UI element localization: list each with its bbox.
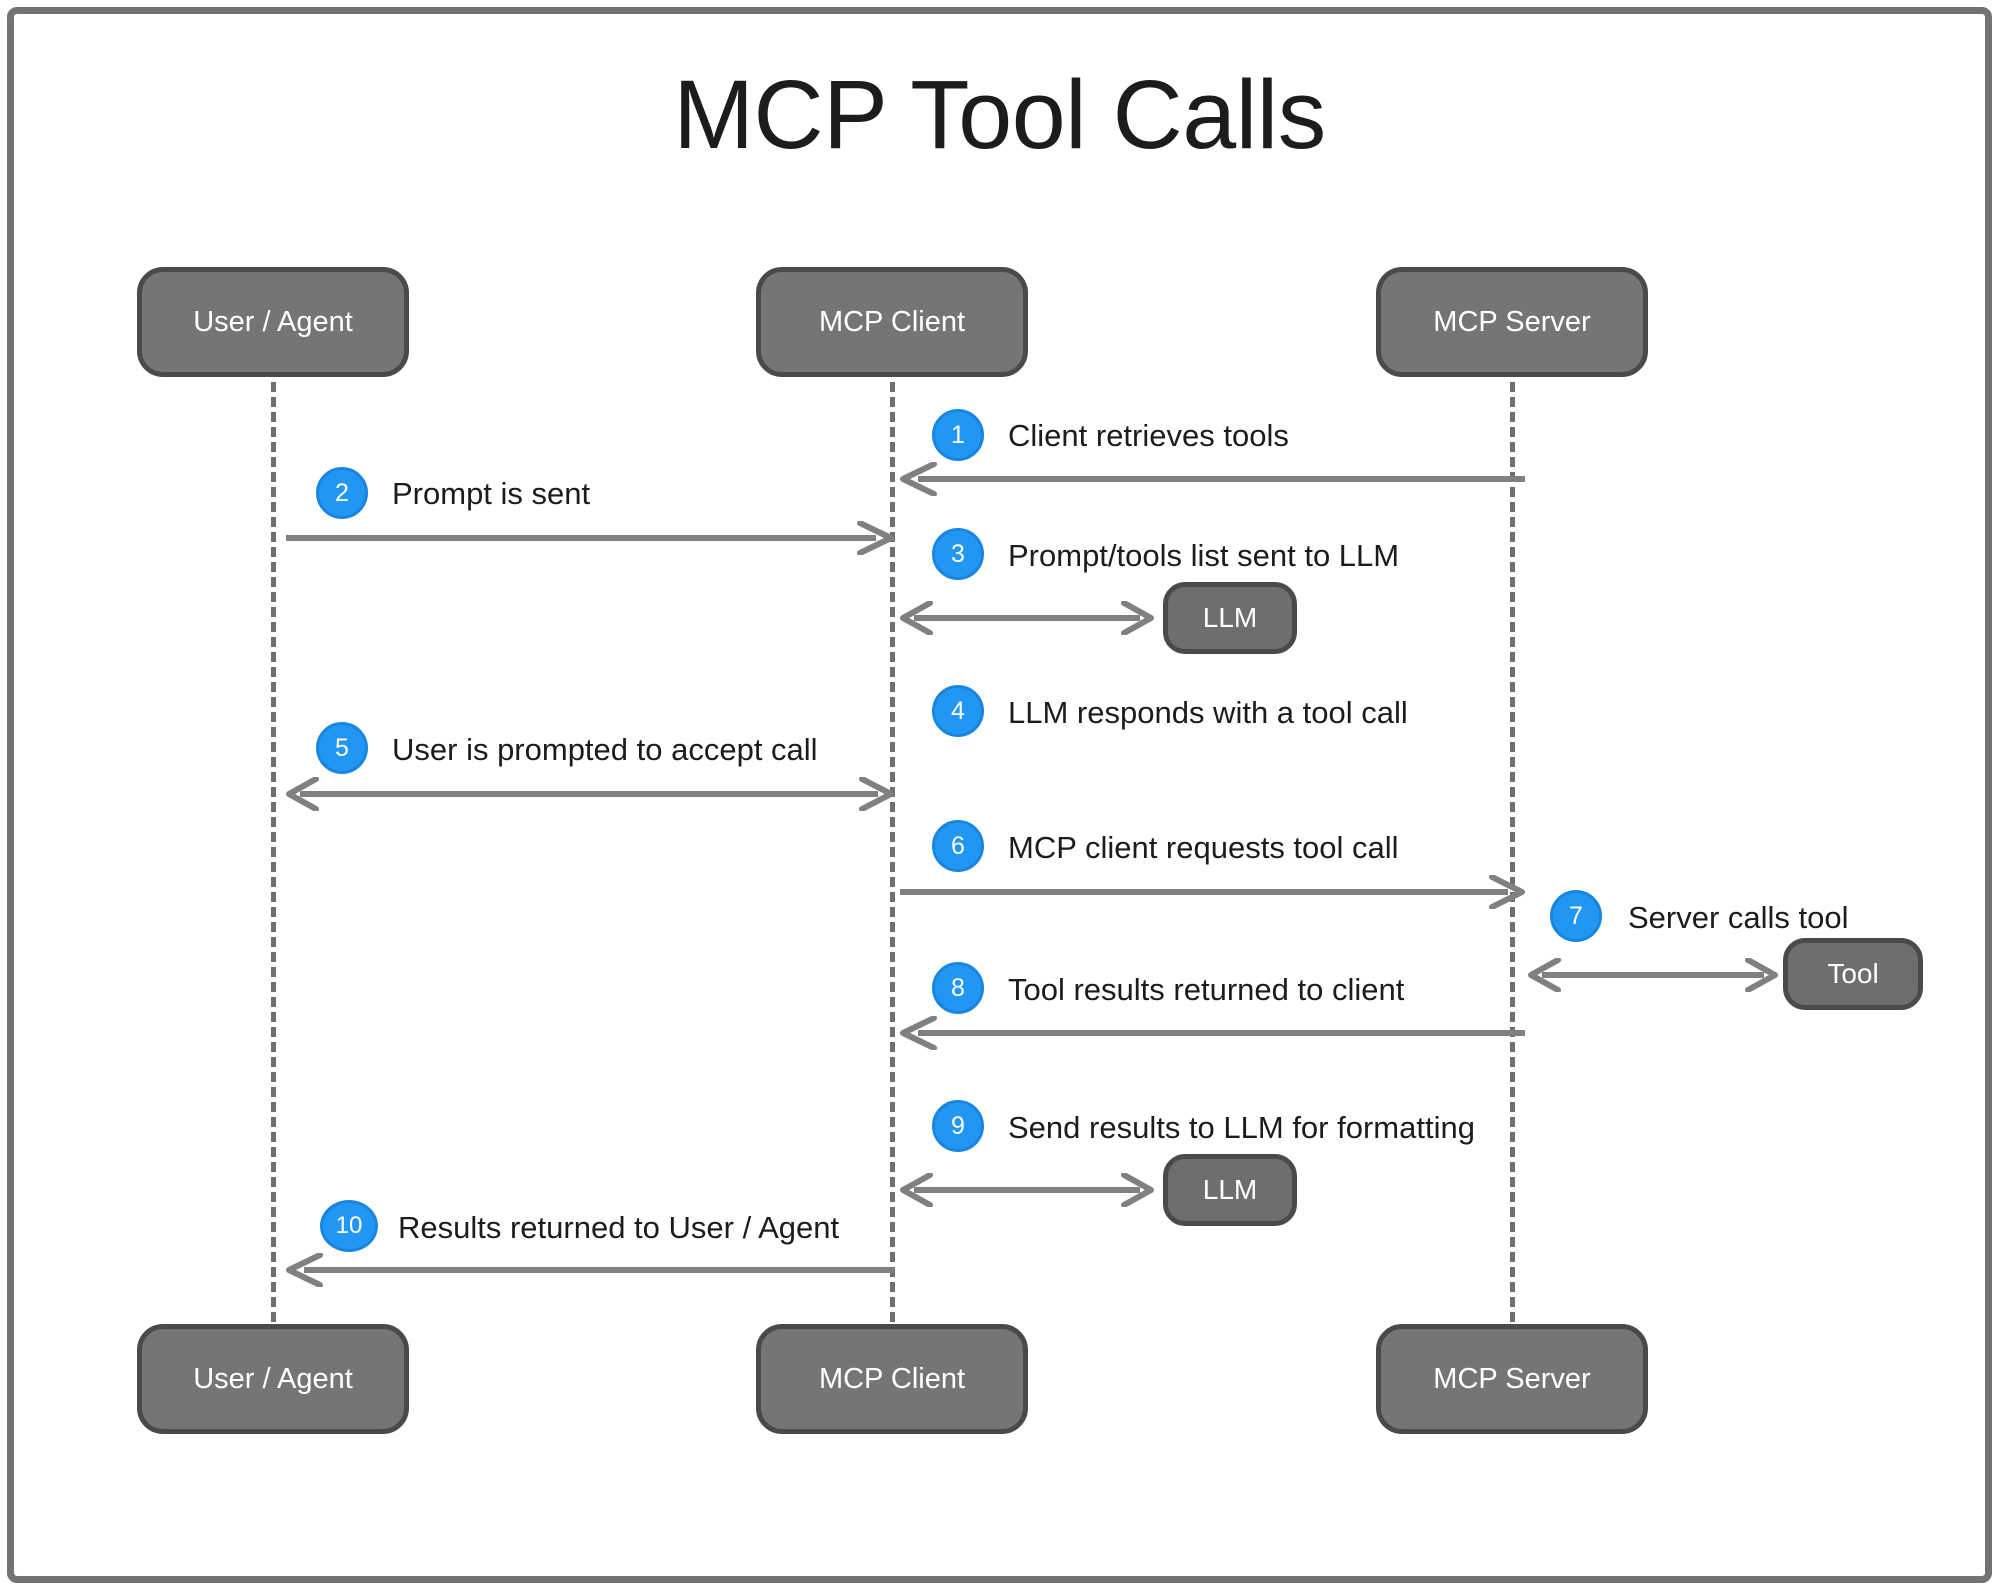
step-badge-8[interactable]: 8	[932, 962, 984, 1014]
participant-label: User / Agent	[193, 1362, 353, 1395]
arrow-step-1	[900, 462, 1525, 496]
step-number: 8	[951, 973, 965, 1002]
participant-mcp-server-bottom[interactable]: MCP Server	[1376, 1324, 1648, 1434]
step-badge-3[interactable]: 3	[932, 528, 984, 580]
arrow-step-5	[286, 777, 894, 811]
participant-label: MCP Client	[818, 305, 966, 338]
step-number: 6	[951, 831, 965, 860]
participant-user-agent-top[interactable]: User / Agent	[137, 267, 409, 377]
step-number: 4	[951, 696, 965, 725]
step-number: 2	[335, 478, 349, 507]
diagram-title: MCP Tool Calls	[673, 60, 1326, 169]
lifeline-mcp-client	[890, 382, 895, 1322]
lifeline-mcp-server	[1510, 382, 1515, 1322]
participant-mcp-client-bottom[interactable]: MCP Client	[756, 1324, 1028, 1434]
step-badge-7[interactable]: 7	[1550, 890, 1602, 942]
participant-label: MCP Client	[818, 1362, 966, 1395]
step-label-2: Prompt is sent	[392, 476, 591, 511]
step-badge-10[interactable]: 10	[320, 1200, 378, 1252]
arrow-step-6	[900, 875, 1525, 909]
participant-label: MCP Server	[1433, 1362, 1591, 1395]
step-label-8: Tool results returned to client	[1008, 972, 1405, 1007]
participant-mcp-client-top[interactable]: MCP Client	[756, 267, 1028, 377]
step-label-3: Prompt/tools list sent to LLM	[1008, 538, 1400, 573]
step-badge-2[interactable]: 2	[316, 467, 368, 519]
step-label-1: Client retrieves tools	[1008, 418, 1289, 453]
step-badge-1[interactable]: 1	[932, 409, 984, 461]
step-badge-6[interactable]: 6	[932, 820, 984, 872]
node-llm-2[interactable]: LLM	[1163, 1154, 1297, 1226]
lifeline-user-agent	[271, 382, 276, 1322]
step-number: 7	[1569, 901, 1583, 930]
participant-user-agent-bottom[interactable]: User / Agent	[137, 1324, 409, 1434]
participant-label: MCP Server	[1433, 305, 1591, 338]
arrow-step-8	[900, 1016, 1525, 1050]
node-label: LLM	[1202, 1174, 1258, 1205]
node-label: Tool	[1827, 958, 1879, 989]
node-llm-1[interactable]: LLM	[1163, 582, 1297, 654]
node-label: LLM	[1202, 602, 1258, 633]
step-number: 3	[951, 539, 965, 568]
step-number: 5	[335, 733, 349, 762]
step-label-5: User is prompted to accept call	[392, 732, 818, 767]
step-label-9: Send results to LLM for formatting	[1008, 1110, 1475, 1145]
step-label-4: LLM responds with a tool call	[1008, 695, 1408, 730]
step-label-10: Results returned to User / Agent	[398, 1210, 840, 1245]
arrow-step-9	[900, 1173, 1154, 1207]
step-badge-9[interactable]: 9	[932, 1100, 984, 1152]
step-label-6: MCP client requests tool call	[1008, 830, 1399, 865]
participant-mcp-server-top[interactable]: MCP Server	[1376, 267, 1648, 377]
step-number: 9	[951, 1111, 965, 1140]
participant-label: User / Agent	[193, 305, 353, 338]
step-number: 1	[951, 420, 965, 449]
step-badge-5[interactable]: 5	[316, 722, 368, 774]
arrow-step-3	[900, 601, 1154, 635]
arrow-step-2	[286, 521, 894, 555]
arrow-step-7	[1528, 958, 1778, 992]
step-label-7: Server calls tool	[1628, 900, 1849, 935]
step-badge-4[interactable]: 4	[932, 685, 984, 737]
step-number: 10	[335, 1212, 363, 1239]
node-tool[interactable]: Tool	[1783, 938, 1923, 1010]
arrow-step-10	[286, 1253, 894, 1287]
